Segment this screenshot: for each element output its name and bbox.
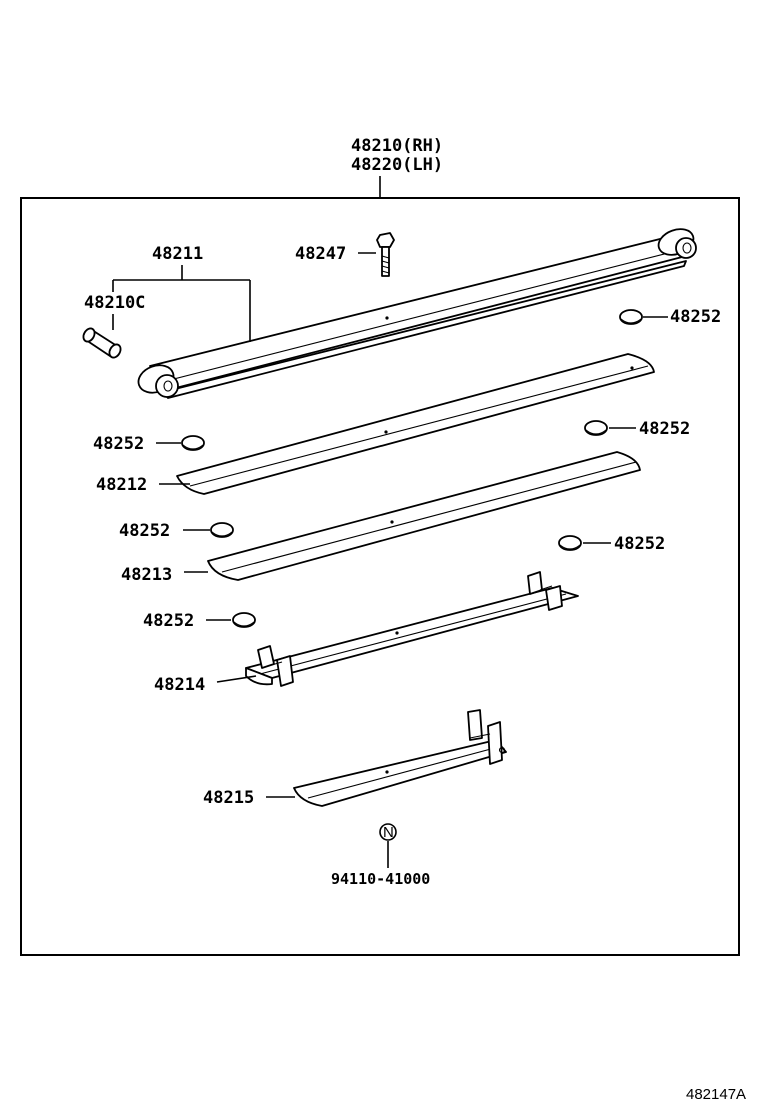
- assembly-part-rh-label[interactable]: 48210(RH): [351, 136, 443, 156]
- leaf-48214-drawing[interactable]: [245, 571, 579, 687]
- callout-48215[interactable]: 48215: [203, 788, 254, 808]
- callout-48252-a[interactable]: 48252: [670, 307, 721, 327]
- callout-48252-e[interactable]: 48252: [614, 534, 665, 554]
- silencer-48252-d-drawing[interactable]: [210, 522, 234, 538]
- leader-48214: [216, 675, 257, 683]
- assembly-frame: [20, 197, 740, 956]
- silencer-48252-a-drawing[interactable]: [619, 309, 643, 325]
- leaf-48211-drawing[interactable]: [135, 225, 697, 399]
- callout-48214[interactable]: 48214: [154, 675, 205, 695]
- assembly-part-lh-label[interactable]: 48220(LH): [351, 155, 443, 175]
- center-bolt-48247-drawing[interactable]: [376, 232, 395, 277]
- nut-94110-drawing[interactable]: N: [379, 823, 397, 841]
- callout-48212[interactable]: 48212: [96, 475, 147, 495]
- callout-48247[interactable]: 48247: [295, 244, 346, 264]
- figure-id: 482147A: [686, 1086, 746, 1103]
- bushing-48210c-drawing[interactable]: [81, 326, 123, 359]
- leaf-48215-drawing[interactable]: [293, 709, 507, 807]
- silencer-48252-c-drawing[interactable]: [584, 420, 608, 436]
- callout-48213[interactable]: 48213: [121, 565, 172, 585]
- callout-48252-b[interactable]: 48252: [93, 434, 144, 454]
- new-part-mark: N: [383, 824, 394, 841]
- callout-48210c[interactable]: 48210C: [84, 293, 145, 313]
- silencer-48252-f-drawing[interactable]: [232, 612, 256, 628]
- callout-48252-d[interactable]: 48252: [119, 521, 170, 541]
- callout-48252-f[interactable]: 48252: [143, 611, 194, 631]
- callout-48252-c[interactable]: 48252: [639, 419, 690, 439]
- callout-94110-41000[interactable]: 94110-41000: [331, 870, 430, 888]
- silencer-48252-e-drawing[interactable]: [558, 535, 582, 551]
- callout-48211[interactable]: 48211: [152, 244, 203, 264]
- leaf-48213-drawing[interactable]: [207, 451, 641, 581]
- silencer-48252-b-drawing[interactable]: [181, 435, 205, 451]
